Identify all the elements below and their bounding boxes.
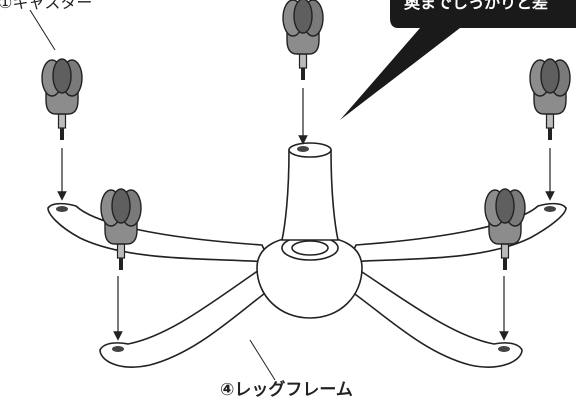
caster-leader-line [29, 9, 56, 51]
speech-callout-icon [340, 0, 576, 120]
caster-icon [40, 57, 84, 142]
caster-label: ①キャスター [0, 0, 93, 12]
leg-frame-label: ④レッグフレーム [220, 380, 353, 400]
caster-icon [99, 187, 143, 272]
leg-frame-icon [47, 142, 567, 368]
leg-frame-leader-line [249, 339, 276, 381]
caster-icon [483, 187, 527, 272]
down-arrow-icon [57, 88, 555, 341]
caster-icon [281, 0, 325, 82]
callout-text: 奥までしっかりと差 [404, 0, 549, 12]
caster-icon [528, 57, 572, 142]
